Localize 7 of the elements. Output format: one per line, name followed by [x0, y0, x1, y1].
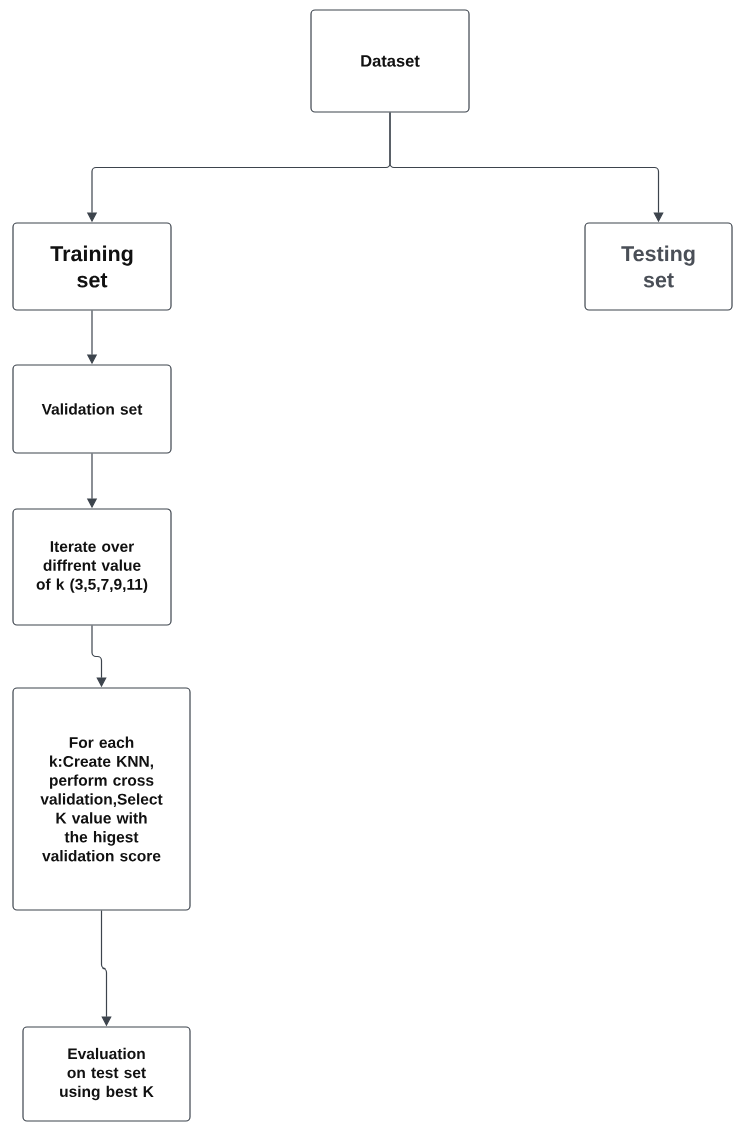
- process-box: Testing set: [584, 222, 733, 311]
- process-box: Evaluation on test set using best K: [22, 1026, 191, 1122]
- process-box: Iterate over diffrent value of k (3,5,7,9,11): [12, 508, 172, 626]
- process-box: Dataset: [310, 9, 470, 113]
- process-box: Training set: [12, 222, 172, 311]
- process-box: For each k:Create KNN, perform cross validation,Select K value with the higest validation score: [12, 687, 191, 911]
- process-box: Validation set: [12, 364, 172, 454]
